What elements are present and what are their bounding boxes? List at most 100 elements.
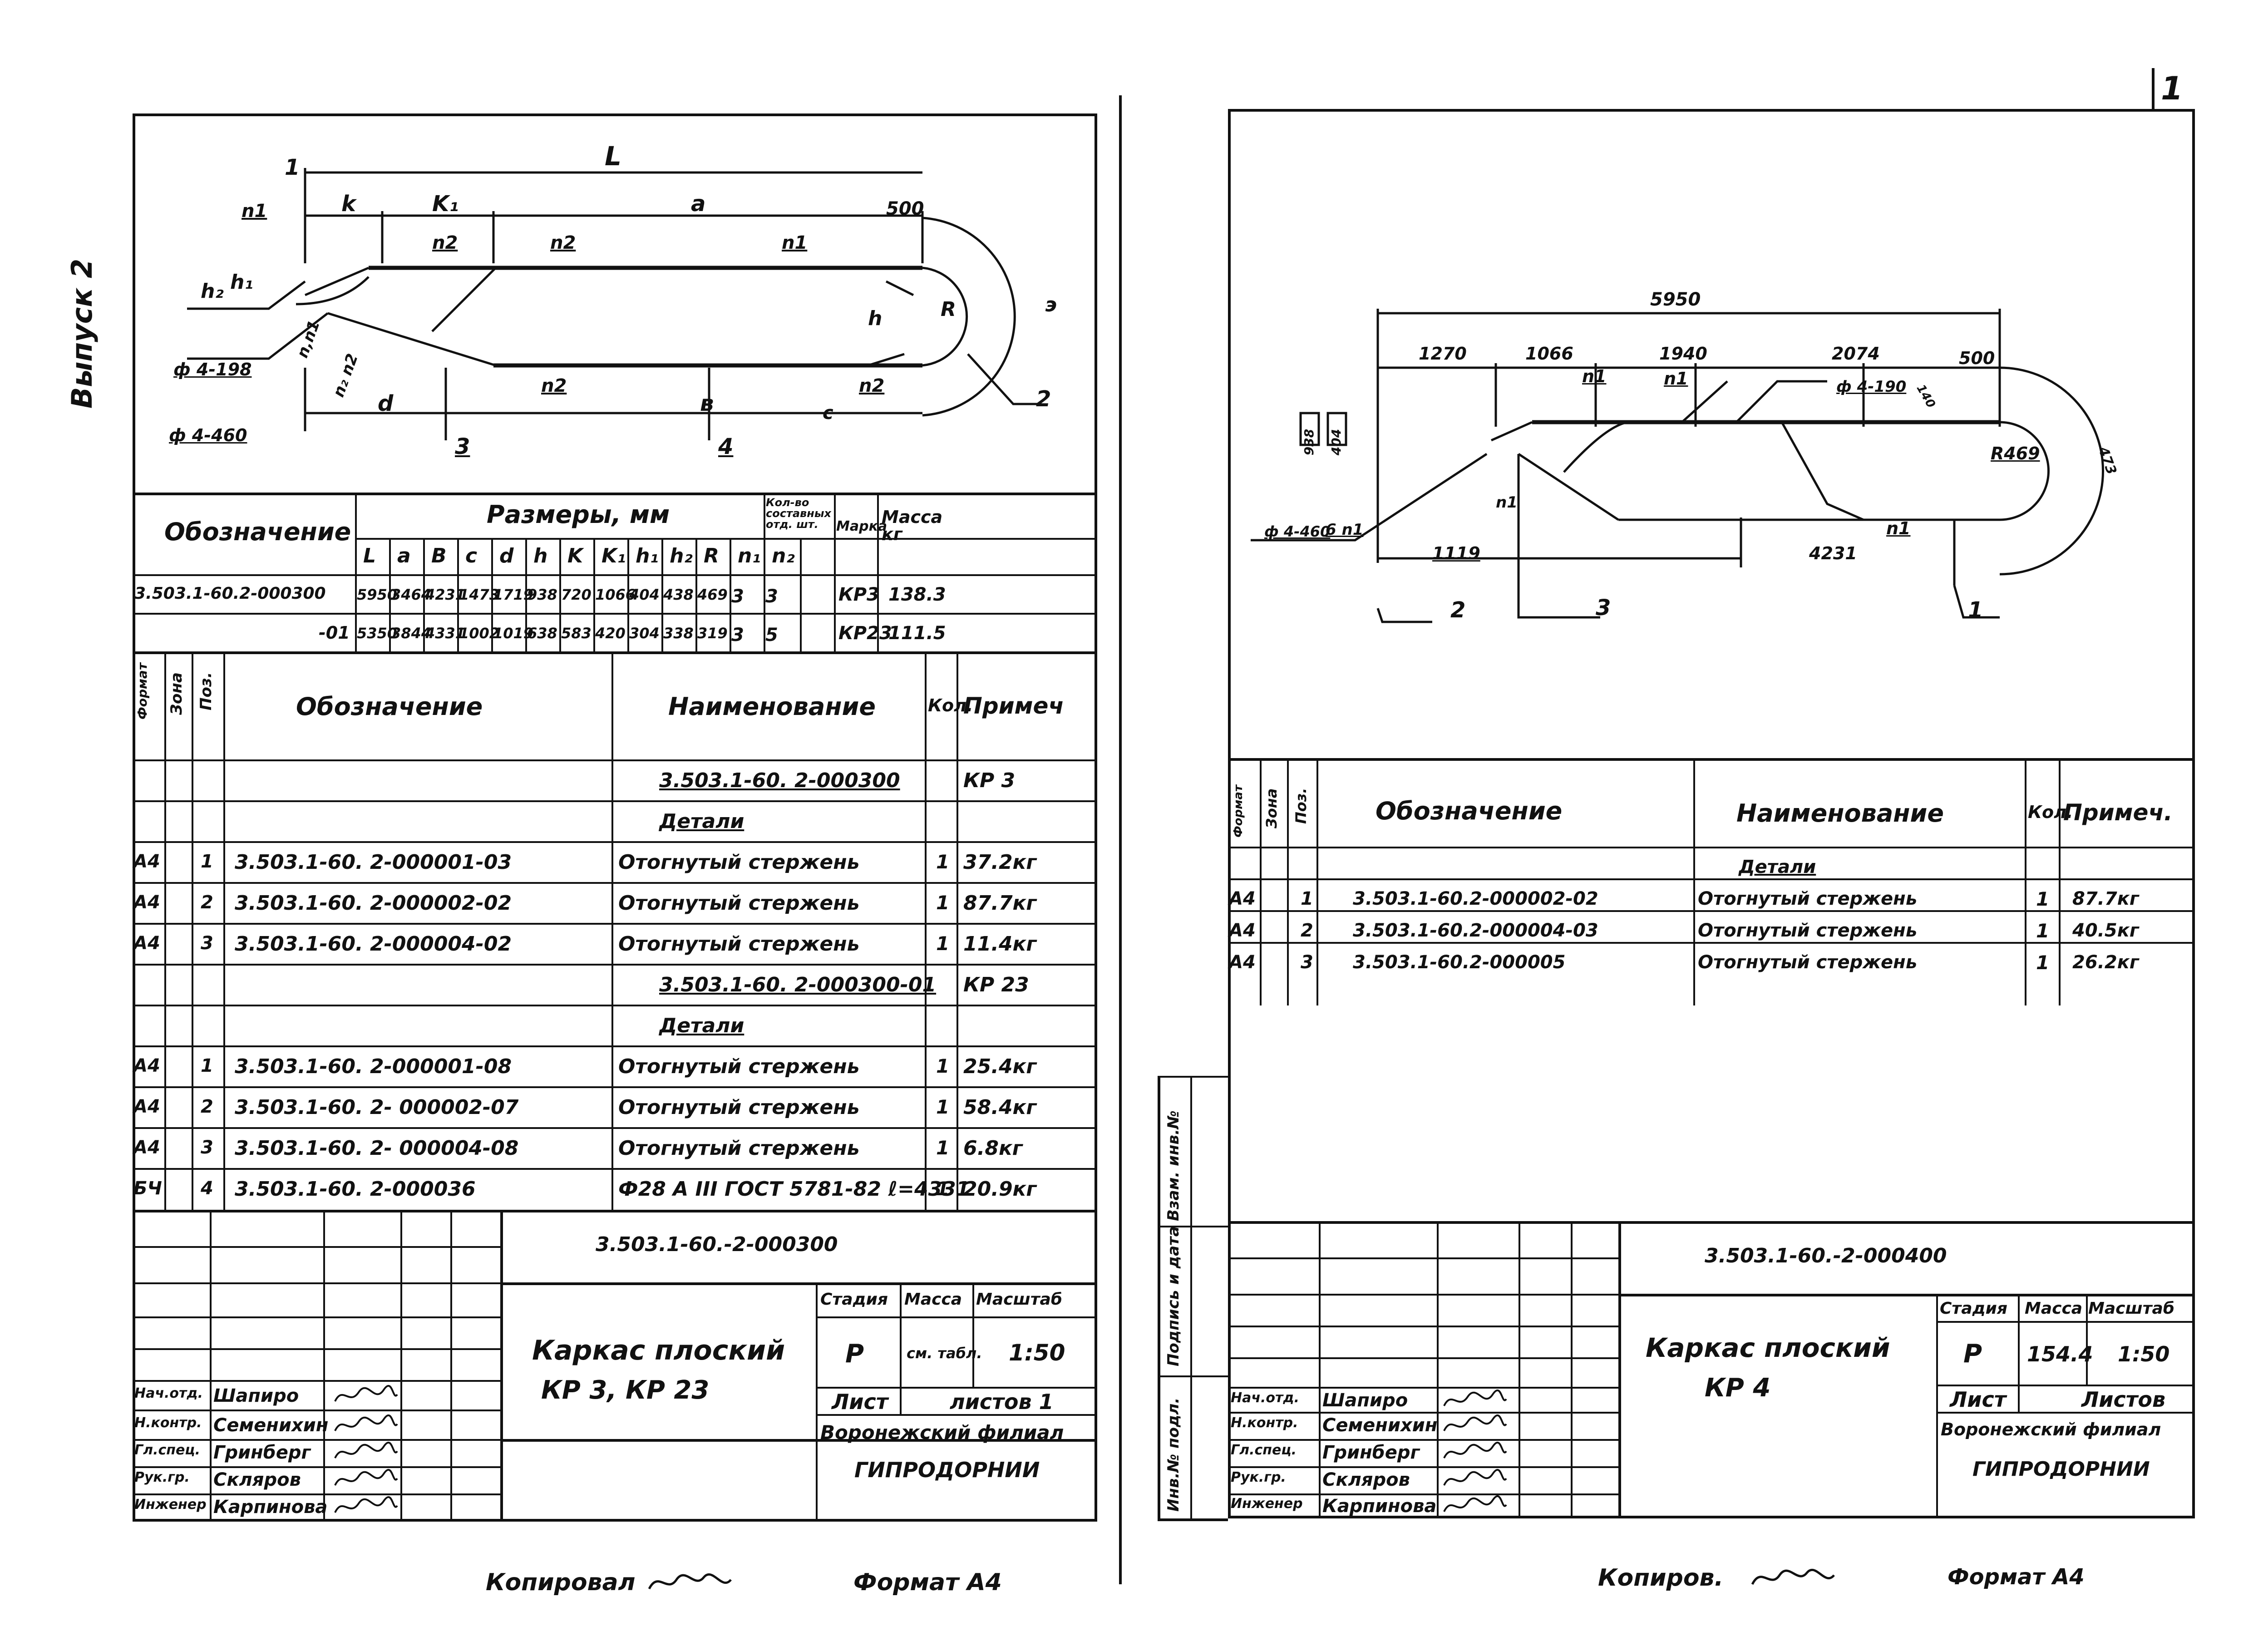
dim-k1: K₁ — [432, 191, 459, 217]
person-name: Скляров — [213, 1469, 301, 1490]
spec-designation: 3.503.1-60. 2- 000002-07 — [235, 1096, 519, 1119]
person-role: Рук.гр. — [134, 1469, 190, 1485]
right-corner-mark: 1 — [2161, 70, 2183, 107]
rlabel-s190: ф 4-190 — [1836, 378, 1907, 396]
spec-name: Отогнутый стержень — [1698, 888, 1918, 909]
dim-col-header: B — [431, 544, 447, 567]
right-sheets-label: Листов — [2081, 1387, 2166, 1412]
rdim-1270: 1270 — [1419, 344, 1467, 364]
spec-pos: 1 — [1301, 888, 1313, 909]
spec-qty: 1 — [936, 1137, 950, 1159]
spec-name: Отогнутый стержень — [618, 851, 860, 874]
person-name: Скляров — [1322, 1469, 1410, 1490]
dim-row-designation: 3.503.1-60.2-000300 — [134, 584, 326, 603]
dim-L: L — [605, 141, 621, 172]
spec-row-line — [133, 759, 1097, 761]
right-doc-code: 3.503.1-60.-2-000400 — [1705, 1244, 1947, 1267]
spec-note: 87.7кг — [2072, 888, 2139, 909]
person-role: Инженер — [1231, 1496, 1303, 1512]
spec-row-line — [133, 1005, 1097, 1006]
rdim-h1: 938 — [1302, 429, 1317, 456]
spec-name: Отогнутый стержень — [618, 892, 860, 915]
spec-name: Отогнутый стержень — [618, 932, 860, 956]
spec-pos: 3 — [1301, 952, 1313, 973]
spec-designation: 3.503.1-60. 2-000001-03 — [235, 851, 512, 874]
dim-cell: 3 — [731, 586, 744, 607]
right-drawing: 5950 1270 1066 1940 2074 500 n1 n1 ф 4-1… — [1228, 109, 2195, 758]
rlabel-pos1: 1 — [1968, 597, 1983, 623]
right-org-line1: Воронежский филиал — [1941, 1419, 2161, 1439]
right-title-block: 3.503.1-60.-2-000400 Каркас плоский КР 4… — [1228, 1221, 2195, 1518]
label-pos2: 2 — [1036, 386, 1051, 412]
label-arc: э — [1045, 293, 1057, 316]
dim-col-header: h — [533, 544, 548, 567]
dim-cell: 720 — [561, 586, 592, 603]
dim-table-mass-header: Масса кг — [882, 507, 943, 544]
spec-format: А4 — [1229, 952, 1256, 973]
spec-qty: 1 — [936, 1178, 950, 1200]
person-name: Семенихин — [213, 1415, 329, 1436]
person-name: Семенихин — [1322, 1415, 1438, 1436]
spec-name: Ф28 А III ГОСТ 5781-82 ℓ=4331 — [618, 1178, 970, 1201]
dim-cell: 5 — [765, 625, 778, 646]
dim-cell: 5950 — [357, 586, 398, 603]
spec-name: Отогнутый стержень — [1698, 920, 1918, 941]
spec-header-designation: Обозначение — [296, 692, 483, 721]
spec-designation: 3.503.1-60. 2-000001-08 — [235, 1055, 512, 1078]
left-title-block: 3.503.1-60.-2-000300 Каркас плоский КР 3… — [133, 1210, 1097, 1522]
spec-note: 40.5кг — [2072, 920, 2139, 941]
spec-pos: 2 — [201, 892, 213, 913]
spec-row-line — [1228, 910, 2195, 912]
spec-header-note: Примеч — [963, 693, 1064, 719]
left-org-line2: ГИПРОДОРНИИ — [854, 1458, 1040, 1482]
center-divider — [1119, 95, 1122, 1584]
spec-note: КР 3 — [963, 769, 1016, 792]
dim-col-header: R — [704, 544, 719, 567]
left-stage: Р — [845, 1339, 864, 1369]
dim-row-designation: -01 — [319, 623, 350, 643]
rlabel-pos3: 3 — [1596, 595, 1611, 621]
right-sheet-label: Лист — [1950, 1387, 2007, 1412]
rdim-1940: 1940 — [1659, 344, 1707, 364]
spec-qty: 1 — [936, 892, 950, 914]
rspec-header-format: Формат — [1232, 784, 1245, 838]
rlabel-pos2: 2 — [1450, 597, 1466, 623]
rdim-1119: 1119 — [1432, 543, 1480, 563]
dim-row-mark: КР3 — [838, 584, 879, 605]
spec-row-line — [133, 1127, 1097, 1129]
spec-name: Отогнутый стержень — [618, 1096, 860, 1119]
person-name: Гринберг — [213, 1442, 311, 1463]
signature-mark — [331, 1467, 399, 1492]
person-role: Н.контр. — [134, 1415, 202, 1431]
label-n2-a: n2 — [432, 232, 458, 253]
spec-row-line — [133, 1045, 1097, 1047]
spec-name: Детали — [659, 1014, 744, 1037]
person-role: Гл.спец. — [1231, 1442, 1297, 1458]
label-h1: h₁ — [230, 271, 253, 294]
dim-col-header: h₂ — [670, 544, 693, 567]
rdim-5950: 5950 — [1650, 289, 1701, 310]
spec-qty: 1 — [2036, 920, 2050, 942]
spec-format: А4 — [133, 892, 160, 913]
person-role: Рук.гр. — [1231, 1469, 1286, 1485]
left-mass-label: Масса — [904, 1290, 962, 1309]
signature-mark — [1440, 1388, 1509, 1413]
spec-format: А4 — [133, 1137, 160, 1158]
rlabel-n1-a: n1 — [1582, 366, 1607, 386]
right-stage-label: Стадия — [1940, 1299, 2007, 1318]
spec-row-line — [133, 964, 1097, 966]
spec-note: КР 23 — [963, 973, 1029, 996]
dim-cell: 319 — [697, 625, 728, 642]
spec-row-line — [133, 1086, 1097, 1088]
dim-cell: 3844 — [391, 625, 432, 642]
dim-col-header: n₂ — [772, 544, 795, 567]
right-copy-signature — [1748, 1562, 1839, 1593]
spec-name: 3.503.1-60. 2-000300 — [659, 769, 900, 792]
side-stamp-label: Подпись и дата — [1164, 1226, 1183, 1366]
left-mass: см. табл. — [907, 1345, 982, 1362]
spec-qty: 1 — [936, 851, 950, 873]
spec-qty: 1 — [936, 1055, 950, 1077]
signature-mark — [331, 1383, 399, 1408]
spec-designation: 3.503.1-60. 2-000036 — [235, 1178, 476, 1201]
dim-row-mass: 138.3 — [888, 584, 946, 605]
